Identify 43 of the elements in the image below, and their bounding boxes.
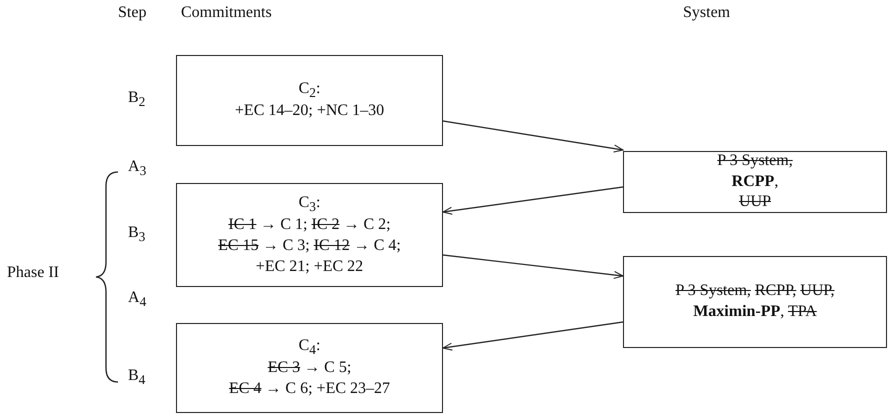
box-text: → C 1; xyxy=(260,216,308,234)
struck-text: IC 2 xyxy=(312,216,340,234)
box-text: RCPP, xyxy=(732,172,778,190)
box-text: → C 2; xyxy=(344,216,391,234)
struck-text: UUP, xyxy=(800,282,835,300)
box-text: Maximin-PP, xyxy=(693,303,784,320)
box-text: +EC 14–20; +NC 1–30 xyxy=(234,102,384,120)
struck-text: P 3 System, xyxy=(675,282,751,300)
step-label: B$_{4}$ xyxy=(128,367,146,388)
box-text: C$_{2}$: xyxy=(298,80,320,97)
box-text: C$_{3}$: xyxy=(298,194,320,211)
box-text: → C 3; xyxy=(262,236,310,254)
struck-text: TPA xyxy=(788,303,817,320)
struck-text: P 3 System, xyxy=(717,152,793,169)
column-header: System xyxy=(683,4,730,22)
struck-text: UUP xyxy=(738,193,771,210)
box-text: → C 4; xyxy=(354,236,401,254)
step-label: A$_{3}$ xyxy=(128,158,146,180)
struck-text: EC 15 xyxy=(218,236,259,254)
arrow xyxy=(442,120,624,153)
struck-text: EC 4 xyxy=(228,380,262,398)
column-header: Step xyxy=(118,4,146,22)
box-text: C$_{4}$: xyxy=(298,336,320,354)
arrow xyxy=(442,321,624,351)
step-label: A$_{4}$ xyxy=(128,289,146,310)
struck-text: EC 3 xyxy=(268,359,300,376)
struck-text: IC 1 xyxy=(228,216,256,234)
process-box xyxy=(623,151,887,213)
process-box xyxy=(176,323,443,413)
process-box xyxy=(623,256,887,348)
phase-label: Phase II xyxy=(7,264,59,282)
box-text: → C 6; +EC 23–27 xyxy=(265,380,390,398)
struck-text: RCPP, xyxy=(754,282,796,300)
column-header: Commitments xyxy=(181,4,272,22)
process-box xyxy=(176,183,443,287)
box-text: → C 5; xyxy=(304,359,352,376)
step-label: B$_{3}$ xyxy=(128,224,146,246)
struck-text: IC 12 xyxy=(314,236,350,254)
arrow xyxy=(442,254,624,279)
process-box xyxy=(176,55,443,146)
step-label: B$_{2}$ xyxy=(128,89,146,110)
arrow xyxy=(442,186,624,215)
box-text: +EC 21; +EC 22 xyxy=(256,258,364,275)
